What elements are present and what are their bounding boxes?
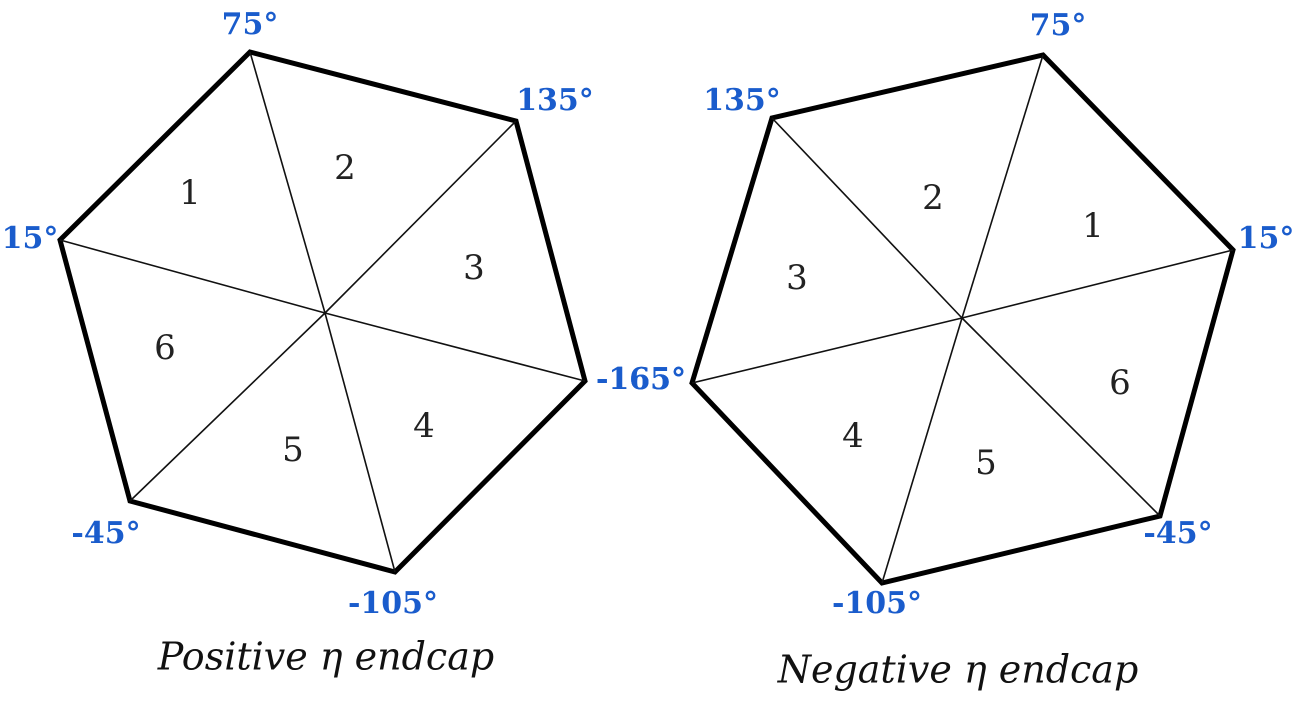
- negative-sector-3: 3: [786, 258, 808, 298]
- positive-angle-15: 15°: [2, 221, 59, 256]
- positive-angle-135: 135°: [516, 83, 594, 118]
- negative-sector-5: 5: [975, 443, 997, 483]
- positive-angle-neg45: -45°: [71, 516, 140, 551]
- negative-sector-6: 6: [1109, 363, 1131, 403]
- positive-spoke-neg105: [324, 312, 396, 573]
- negative-caption: Negative η endcap: [777, 648, 1139, 692]
- positive-sector-2: 2: [334, 148, 356, 188]
- negative-sector-4: 4: [842, 416, 864, 456]
- negative-angle-neg45: -45°: [1143, 516, 1212, 551]
- negative-angle-75: 75°: [1030, 8, 1087, 43]
- positive-angle-neg105: -105°: [348, 586, 438, 621]
- negative-spoke-135: [771, 117, 963, 319]
- positive-spoke-neg45: [129, 312, 326, 502]
- positive-spoke-135: [324, 120, 517, 314]
- positive-angle-neg165: -165°: [596, 362, 686, 397]
- negative-spoke-15: [961, 249, 1234, 319]
- negative-spoke-neg165: [691, 317, 963, 384]
- positive-spoke-75: [249, 51, 326, 314]
- negative-angle-neg105: -105°: [832, 586, 922, 621]
- negative-angle-135: 135°: [703, 83, 781, 118]
- negative-angle-neg165: -165°: [596, 362, 686, 397]
- negative-spoke-neg105: [881, 317, 963, 584]
- positive-angle-75: 75°: [222, 7, 279, 42]
- positive-sector-1: 1: [179, 173, 201, 213]
- positive-spoke-neg165: [324, 312, 586, 382]
- positive-sector-4: 4: [413, 406, 435, 446]
- positive-sector-3: 3: [463, 248, 485, 288]
- positive-sector-5: 5: [282, 430, 304, 470]
- negative-sector-1: 1: [1082, 206, 1104, 246]
- positive-sector-6: 6: [154, 328, 176, 368]
- positive-endcap-hexagon: 1 2 3 4 5 6 75° 135° -165° -105° -45° 15…: [2, 7, 686, 679]
- negative-sector-2: 2: [922, 178, 944, 218]
- negative-spoke-neg45: [961, 317, 1161, 517]
- negative-spoke-75: [961, 54, 1044, 319]
- positive-spoke-15: [59, 239, 326, 314]
- negative-angle-15: 15°: [1238, 221, 1295, 256]
- positive-caption: Positive η endcap: [157, 635, 494, 679]
- negative-endcap-hexagon: 1 2 3 4 5 6 75° 135° -165° -105° -45° 15…: [596, 8, 1294, 692]
